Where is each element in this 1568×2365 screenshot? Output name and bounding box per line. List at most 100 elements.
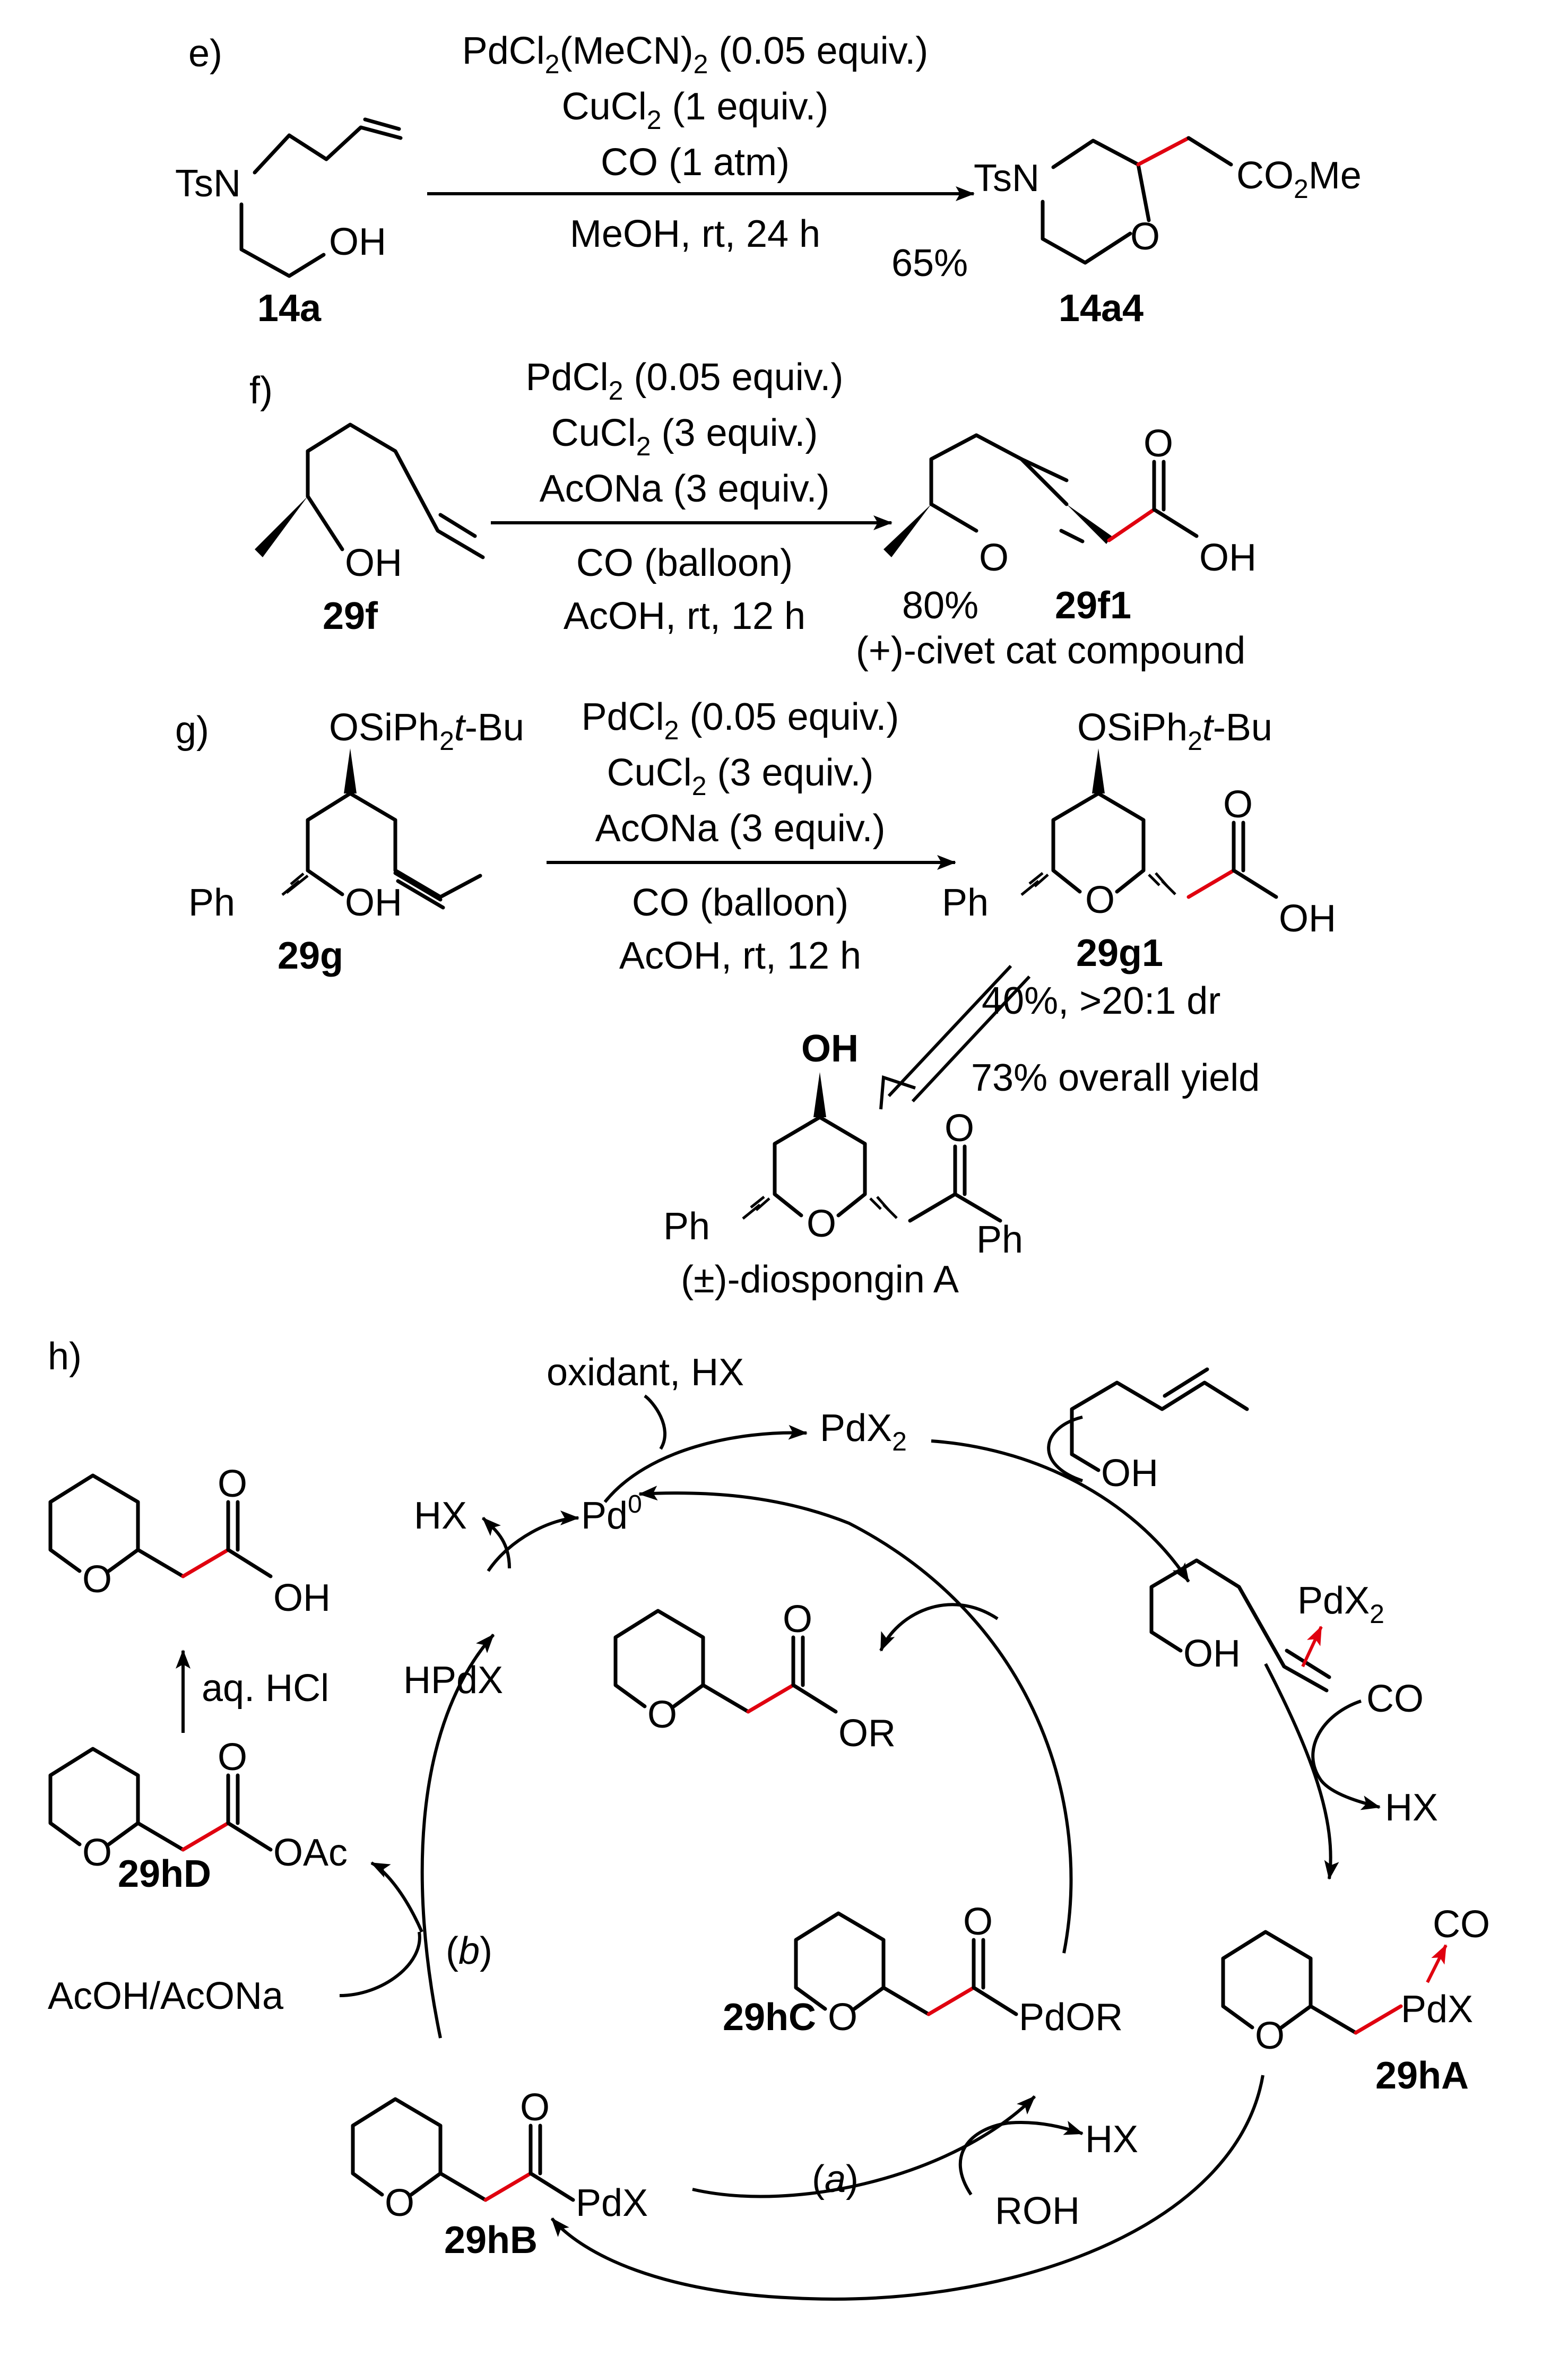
sm-29g-label: 29g [278,935,343,977]
product-29f1-ring [929,433,1085,543]
product-29f1-label: 29f1 [1055,584,1131,627]
sm-14a-tsn: TsN [175,162,241,205]
acid-ring-o: O [82,1558,112,1601]
ester-or: OR [838,1712,896,1755]
29ha-new-bond [1354,2004,1403,2035]
oxidant-curve [644,1394,666,1450]
intermediate-29hA: O CO PdX 29hA [1221,1903,1490,2097]
panel-g-starting-material: OSiPh2t-Bu Ph OH 29g [188,706,524,977]
co-in-hx-out-curve [1311,1699,1381,1810]
panel-g-step2-yield: 73% overall yield [971,1057,1260,1099]
acid-new-bond [181,1548,230,1578]
double-arrow-head [879,1075,916,1110]
29hd-carbonyl [226,1773,273,1852]
29hd-label: 29hD [118,1853,211,1895]
diospongin-hash-ch2 [869,1196,898,1219]
product-29f1-wedge [1067,504,1112,544]
product-14a4-yield: 65% [891,242,968,284]
acid-thp-ring [48,1473,140,1573]
ester-carbonyl [791,1635,838,1714]
sm-29g-chain [306,791,482,902]
product-29g1-wedge [1092,748,1105,793]
product-29f1-ring-o-bond [929,502,978,533]
roh-in: ROH [995,2190,1080,2232]
sm-29f-c-oh [306,494,344,551]
intermediate-29hC: O O PdOR 29hC [723,1901,1123,2039]
double-arrow-line-2 [911,975,1031,1103]
sm-29g-hash-ph [281,873,309,896]
acid-carbonyl-o: O [218,1463,247,1505]
sm-14a-label: 14a [257,287,322,330]
29ha-thp-ring [1221,1930,1313,2030]
panel-e: e) PdCl2(MeCN)2 (0.05 equiv.) CuCl2 (1 e… [175,30,1362,330]
panel-e-reagent-1: PdCl2(MeCN)2 (0.05 equiv.) [462,30,929,79]
diospongin-wedge [813,1072,826,1117]
29hc-carbonyl [972,1938,1018,2016]
hx-out-1: HX [1385,1786,1438,1829]
sm-29g-wedge [344,748,357,793]
product-29g1-label: 29g1 [1076,932,1163,974]
diospongin-carbonyl-o: O [945,1107,974,1150]
cycle-arc-pdx2-to-complex [931,1439,1190,1583]
product-29f1-yield: 80% [902,584,978,627]
acoh-acona: AcOH/AcONa [48,1975,284,2017]
29hd-ring-to-ch2 [136,1821,185,1852]
diospongin-ring [773,1115,867,1218]
product-14a4-ch2 [1186,136,1233,167]
cycle-arc-pd0-to-pdx2 [603,1425,808,1503]
panel-e-reagent-2: CuCl2 (1 equiv.) [562,85,829,135]
product-29g1-yield: 40%, >20:1 dr [982,980,1220,1022]
panel-f-reagent-4: CO (balloon) [576,542,793,584]
cycle-arc-29hB-to-hpdx [420,1634,495,2039]
panel-f-starting-material: OH 29f [255,422,485,637]
product-29g1-ring [1051,791,1146,894]
29hd-carbonyl-o: O [218,1736,247,1779]
complex-oh: OH [1183,1633,1241,1675]
co-in: CO [1366,1678,1424,1720]
product-29g1-carboxyl [1232,821,1278,899]
29ha-ring-o: O [1255,2015,1285,2057]
acoh-in-curve [339,1931,421,1997]
29ha-co-coordination-arrow [1426,1944,1448,1983]
pdx2-catalyst: PdX2 [820,1407,907,1456]
29ha-co: CO [1433,1903,1490,1946]
double-arrow-line-1 [887,964,1012,1098]
sm-29g-vinyl-double [396,879,445,910]
panel-g-reagent-1: PdCl2 (0.05 equiv.) [582,696,899,745]
product-29f1-new-bond [1107,507,1156,542]
diospongin-o: O [807,1203,836,1245]
sm-14a-ethanol-chain [239,202,326,278]
panel-f: f) PdCl2 (0.05 equiv.) CuCl2 (3 equiv.) … [249,356,1257,672]
29hb-carbonyl-o: O [520,2086,550,2129]
panel-h-label: h) [48,1335,82,1378]
product-29f1-ring-c [1019,457,1069,506]
intermediate-29hB: O O PdX 29hB [351,2086,648,2262]
complex-pd-coordination-arrow [1301,1626,1323,1668]
ester-product: O O OR [613,1598,896,1755]
29hc-thp-ring [794,1911,886,2011]
product-29g1-oh: OH [1279,897,1336,940]
29hb-pdx: PdX [576,2182,648,2224]
hx-out-top-curve [481,1516,511,1569]
panel-g-product: OSiPh2t-Bu O Ph O OH 29g1 40%, >20:1 dr [942,706,1336,1022]
ester-carbonyl-o: O [783,1598,812,1641]
sm-29g-otbdps: OSiPh2t-Bu [329,706,524,756]
hx-top: HX [414,1495,467,1537]
panel-e-reagent-4: MeOH, rt, 24 h [570,213,820,255]
path-b-label: (b) [446,1930,492,1972]
complex-c-oh [1149,1630,1183,1653]
panel-f-reagent-3: AcONa (3 equiv.) [540,468,830,510]
29hc-ring-to-ch2 [881,1986,931,2016]
sm-29f-label: 29f [323,595,378,637]
29hb-ring-o: O [385,2182,414,2224]
acid-product: O O OH [48,1463,331,1619]
product-29f1-name: (+)-civet cat compound [856,629,1245,672]
hpdx: HPdX [403,1659,503,1702]
diospongin-ketone [908,1144,1002,1223]
sm-14a-allyl-chain [253,117,403,175]
panel-g-retro-arrow [879,964,1031,1110]
product-14a4-label: 14a4 [1059,287,1143,330]
29ha-ring-to-ch2 [1309,2004,1358,2035]
product-29f1-carboxyl [1152,460,1199,538]
substrate-c-oh [1070,1452,1101,1472]
